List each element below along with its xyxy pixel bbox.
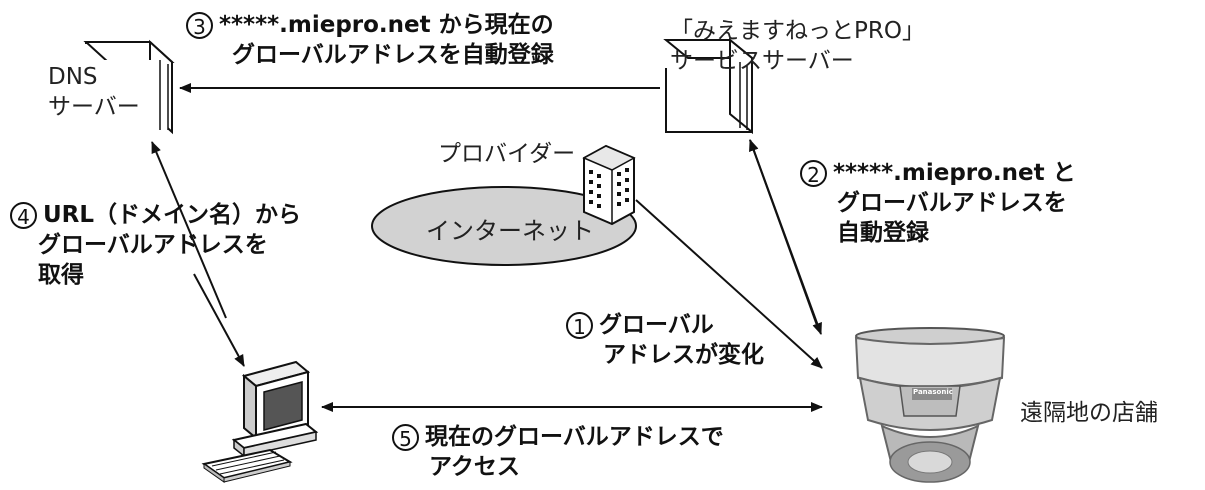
arrow-miepro-to-camera (749, 139, 822, 335)
provider-building-icon (582, 144, 636, 226)
dns-server-label: DNS サーバー (48, 62, 140, 122)
miepro-server-label: 「みえますねっとPRO」 サービスサーバー (670, 16, 925, 76)
miepro-server-line1: 「みえますねっとPRO」 (670, 18, 925, 44)
dns-server-line2: サーバー (48, 94, 140, 120)
internet-cloud (371, 186, 637, 266)
step3-line2: グローバルアドレスを自動登録 (232, 42, 554, 68)
dns-server-line1: DNS (48, 64, 98, 90)
step5-line1: 現在のグローバルアドレスで (425, 424, 724, 450)
step5-line2: アクセス (429, 454, 520, 480)
pc-icon (201, 360, 319, 483)
step2-number: 2 (800, 160, 827, 187)
dns-server-box (28, 39, 175, 135)
step5-number: 5 (392, 424, 419, 451)
step4-number: 4 (10, 202, 37, 229)
step3-number: 3 (186, 12, 213, 39)
step2-line3: 自動登録 (837, 220, 929, 246)
internet-label: インターネット (426, 217, 594, 245)
step2-line2: グローバルアドレスを (837, 190, 1067, 216)
step2-label: 2*****.miepro.net と グローバルアドレスを 自動登録 (800, 158, 1076, 248)
step3-line1: *****.miepro.net から現在の (219, 12, 554, 38)
arrow-pc-to-dns (151, 141, 227, 319)
dome-camera-icon (854, 327, 1006, 483)
step1-line2: アドレスが変化 (603, 342, 764, 368)
arrow-dns-to-pc (193, 273, 245, 367)
step4-line1: URL（ドメイン名）から (43, 202, 302, 228)
camera-site-label: 遠隔地の店舗 (1020, 400, 1158, 426)
camera-brand-label: Panasonic (913, 388, 953, 396)
step4-line2: グローバルアドレスを (38, 232, 268, 258)
step4-line3: 取得 (38, 262, 84, 288)
miepro-server-box (663, 37, 755, 135)
step2-line1: *****.miepro.net と (833, 160, 1076, 186)
provider-label: プロバイダー (438, 141, 576, 167)
step1-line1: グローバル (599, 312, 714, 338)
miepro-server-line2: サービスサーバー (670, 48, 854, 74)
arrow-provider-to-camera (635, 199, 823, 369)
step1-number: 1 (566, 312, 593, 339)
step3-label: 3*****.miepro.net から現在の グローバルアドレスを自動登録 (186, 10, 554, 70)
